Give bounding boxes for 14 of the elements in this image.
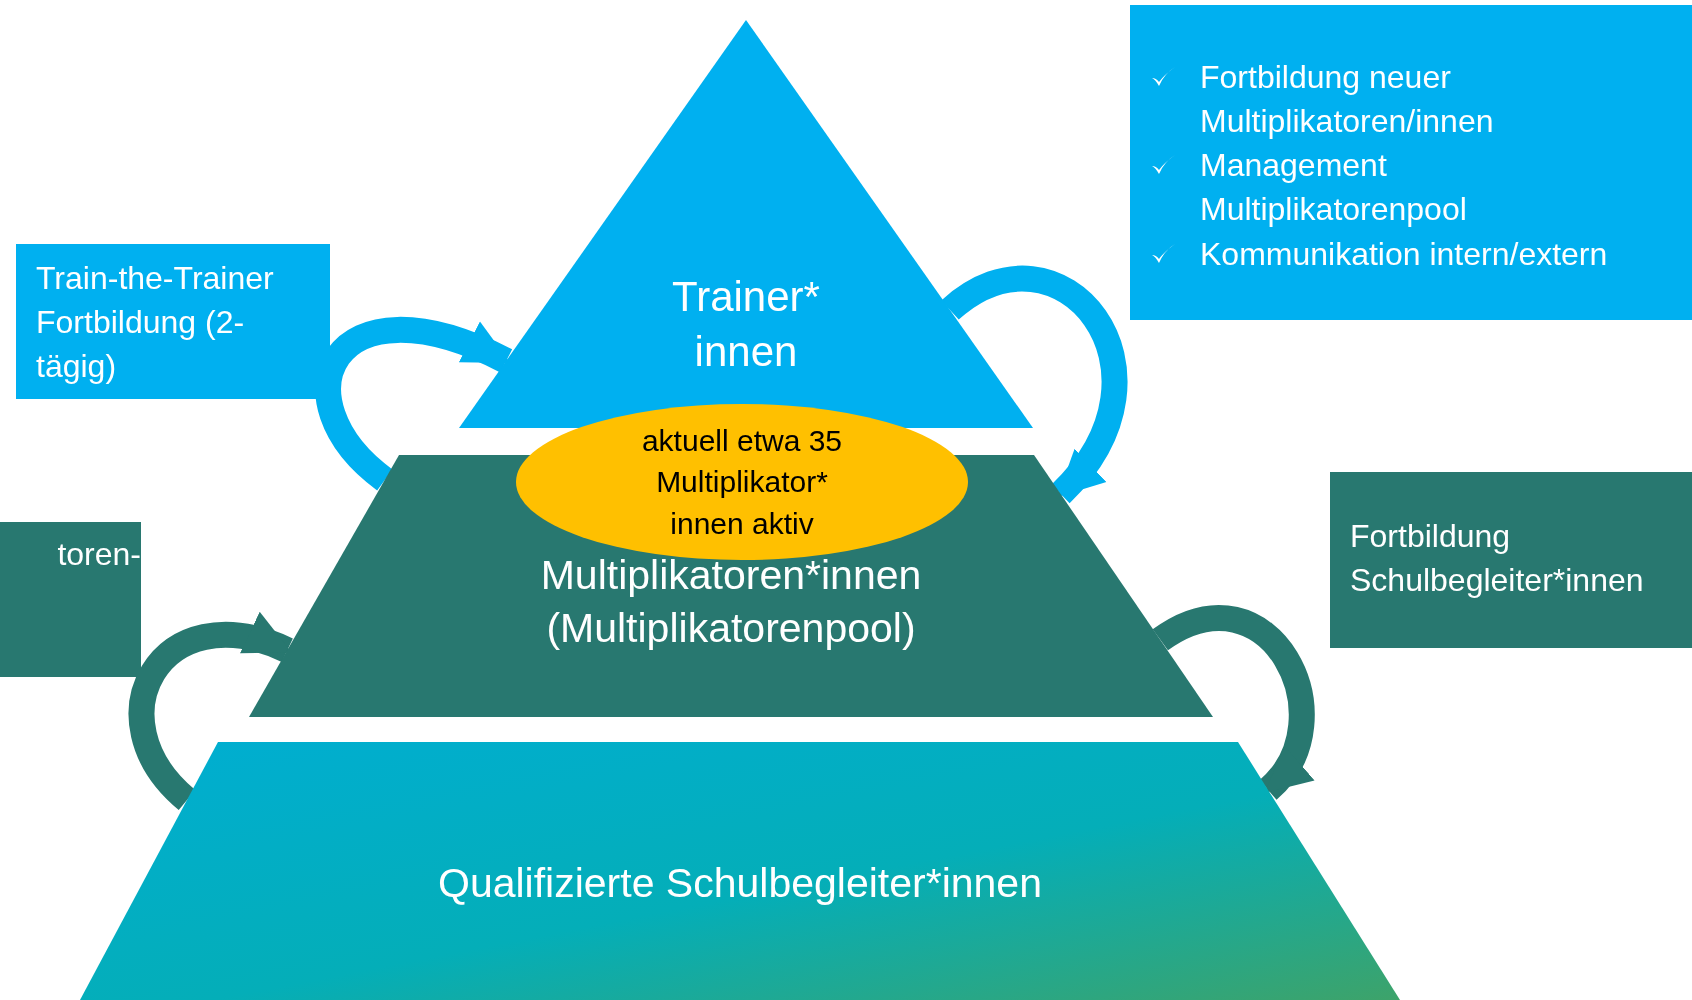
list-item-text: Kommunikation intern/extern [1200, 234, 1609, 274]
box-text: Train-the-Trainer Fortbildung (2-tägig) [36, 259, 275, 387]
info-box [0, 522, 141, 677]
tier-label: aktuell etwa 35 Multiplikator* innen aktiv [640, 423, 844, 542]
list-item-text: Fortbildung neuer Multiplikatoren/innen [1200, 58, 1495, 142]
box-text: Fortbildung Schulbegleiter*innen [1350, 517, 1645, 601]
task-list-box [1130, 5, 1692, 320]
info-box [1330, 472, 1692, 648]
tier-label: Trainer* innen [671, 272, 821, 377]
box-text: toren- [56, 535, 141, 574]
tier-label: Qualifizierte Schulbegleiter*innen [437, 859, 1043, 908]
info-box [16, 244, 330, 399]
list-item-text: Management Multiplikatorenpool [1200, 146, 1468, 230]
tier-label: Multiplikatoren*innen (Multiplikatorenpool) [539, 551, 923, 654]
